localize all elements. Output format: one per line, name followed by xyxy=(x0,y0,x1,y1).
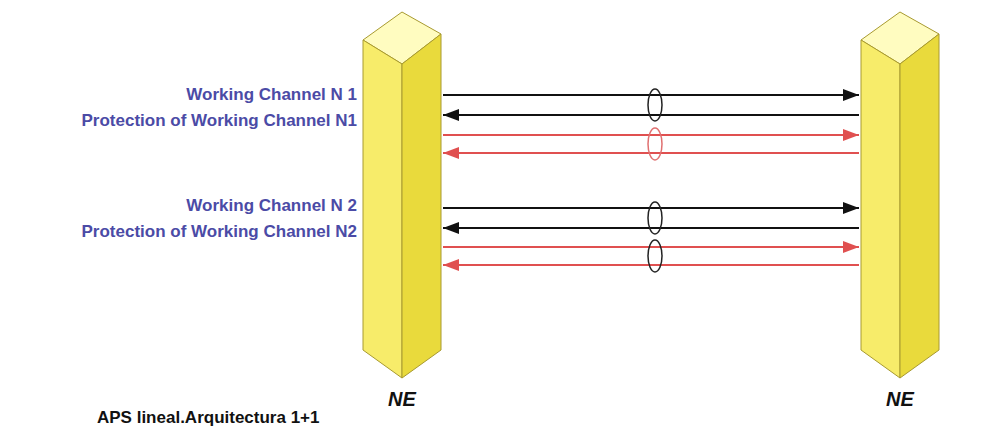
channel-arrow xyxy=(443,94,859,96)
prism-face xyxy=(363,40,402,378)
caption: APS lineal.Arquitectura 1+1 xyxy=(97,408,320,428)
channel-arrow xyxy=(443,264,859,266)
network-element: NE xyxy=(362,10,442,380)
channel-arrow xyxy=(443,114,859,116)
channel-label: Protection of Working Channel N1 xyxy=(82,111,357,131)
node-label: NE xyxy=(362,388,442,411)
prism-face xyxy=(402,34,441,378)
link-ellipse xyxy=(648,240,662,272)
channel-label: Protection of Working Channel N2 xyxy=(82,222,357,242)
link-ellipse xyxy=(648,128,662,160)
network-element: NE xyxy=(860,10,940,380)
channel-arrow xyxy=(443,134,859,136)
channel-label: Working Channel N 1 xyxy=(186,85,357,105)
prism-shape xyxy=(362,10,442,380)
link-ellipse xyxy=(648,202,662,234)
channel-label: Working Channel N 2 xyxy=(186,196,357,216)
prism-face xyxy=(900,34,939,378)
prism-shape xyxy=(860,10,940,380)
channel-arrow xyxy=(443,227,859,229)
channel-arrow xyxy=(443,246,859,248)
prism-face xyxy=(861,40,900,378)
channel-arrow xyxy=(443,152,859,154)
link-ellipse xyxy=(648,89,662,121)
channel-arrow xyxy=(443,207,859,209)
node-label: NE xyxy=(860,388,940,411)
